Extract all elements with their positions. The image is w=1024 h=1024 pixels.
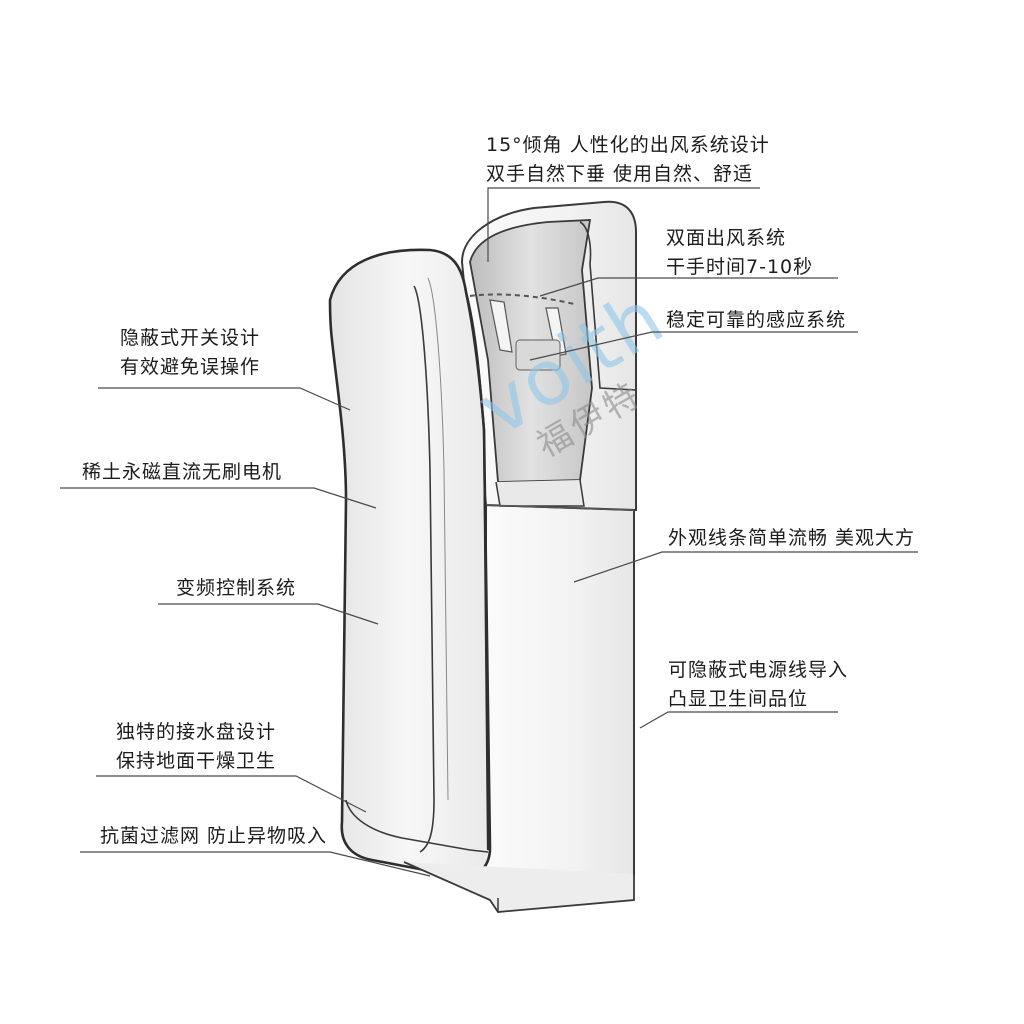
callout-dual-airflow: 双面出风系统 干手时间7-10秒: [666, 224, 813, 282]
front-panel: [328, 248, 492, 879]
callout-air-outlet-line-2: 双手自然下垂 使用自然、舒适: [486, 163, 754, 185]
callout-hidden-switch-line-2: 有效避免误操作: [120, 356, 261, 378]
callout-sensor-line-1: 稳定可靠的感应系统: [666, 309, 847, 331]
leader-filter: [80, 851, 431, 877]
callout-appearance: 外观线条简单流畅 美观大方: [668, 524, 915, 553]
callout-frequency: 变频控制系统: [176, 574, 296, 603]
leader-sensor: [529, 331, 858, 361]
callout-drip-tray-line-1: 独特的接水盘设计: [116, 721, 277, 743]
leader-lines: [60, 187, 918, 877]
leader-drip-tray: [96, 775, 367, 813]
callout-motor: 稀土永磁直流无刷电机: [82, 458, 282, 487]
callout-appearance-line-1: 外观线条简单流畅 美观大方: [668, 527, 916, 549]
rear-housing: [485, 503, 635, 890]
callout-motor-line-1: 稀土永磁直流无刷电机: [82, 461, 283, 483]
callout-dual-airflow-line-1: 双面出风系统: [666, 227, 787, 249]
callout-drip-tray: 独特的接水盘设计 保持地面干燥卫生: [116, 718, 276, 776]
callout-air-outlet-line-1: 15°倾角 人性化的出风系统设计: [486, 134, 770, 156]
leader-dual-airflow: [539, 277, 838, 297]
callout-filter: 抗菌过滤网 防止异物吸入: [100, 822, 327, 851]
hand-dryer-illustration: [328, 200, 637, 913]
drip-tray: [345, 799, 489, 853]
callout-dual-airflow-line-2: 干手时间7-10秒: [666, 256, 814, 278]
leader-appearance: [573, 551, 918, 583]
nozzle-slot: [469, 293, 575, 305]
callout-hidden-switch-line-1: 隐蔽式开关设计: [120, 327, 261, 349]
leader-hidden-switch: [98, 387, 351, 411]
leader-frequency: [158, 603, 379, 625]
callout-drip-tray-line-2: 保持地面干燥卫生: [116, 750, 277, 772]
leader-air-outlet: [487, 187, 760, 262]
callout-hidden-switch: 隐蔽式开关设计 有效避免误操作: [120, 324, 260, 382]
leader-motor: [60, 487, 377, 509]
sensor-window: [515, 339, 561, 371]
callout-power-cord-line-2: 凸显卫生间品位: [668, 688, 809, 710]
callout-filter-line-1: 抗菌过滤网 防止异物吸入: [100, 825, 328, 847]
callout-sensor: 稳定可靠的感应系统: [666, 306, 846, 335]
callout-air-outlet: 15°倾角 人性化的出风系统设计 双手自然下垂 使用自然、舒适: [486, 131, 770, 189]
callout-power-cord-line-1: 可隐蔽式电源线导入: [668, 659, 849, 681]
leader-power-cord: [639, 711, 838, 729]
callout-power-cord: 可隐蔽式电源线导入 凸显卫生间品位: [668, 656, 848, 714]
callout-frequency-line-1: 变频控制系统: [176, 577, 297, 599]
